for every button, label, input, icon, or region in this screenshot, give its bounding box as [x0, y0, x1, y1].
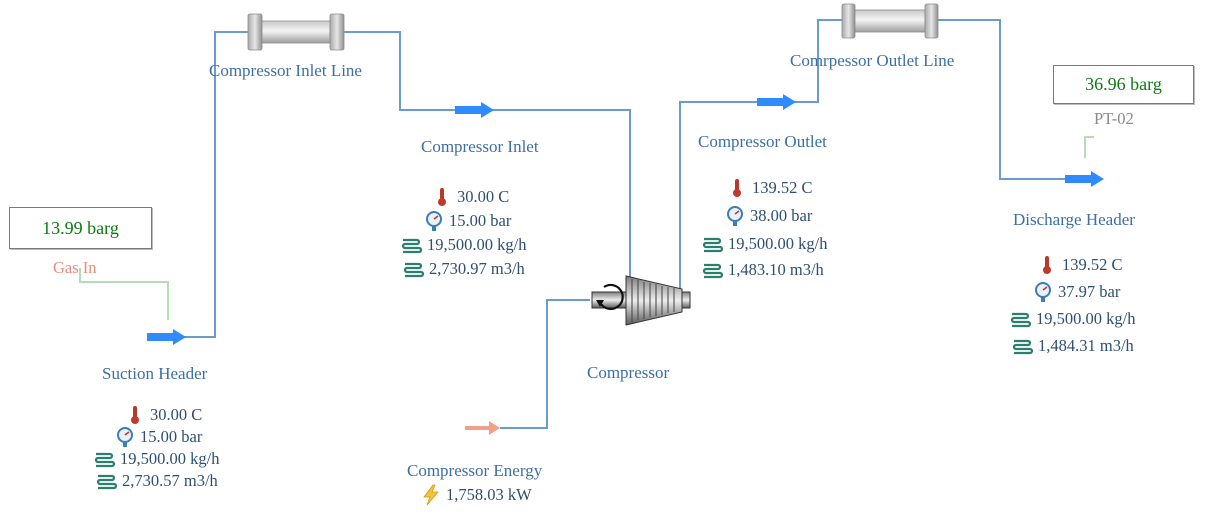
vol-flow-value: 1,483.10 m3/h [728, 260, 824, 279]
compressor-inlet-line-pipe[interactable] [247, 13, 345, 51]
gas-in-value: 13.99 barg [42, 218, 119, 238]
temperature-value: 30.00 C [457, 187, 510, 206]
suction-header-properties: 30.00 C 15.00 bar 19,500.00 kg/h 2,730.5… [94, 404, 219, 492]
volume-flow-icon [702, 263, 724, 279]
pt02-tag: PT-02 [1094, 109, 1134, 128]
compressor-inlet-line-label: Compressor Inlet Line [209, 61, 362, 80]
mass-flow-icon [401, 238, 423, 254]
pressure-gauge-icon [426, 211, 442, 231]
compressor-icon[interactable] [591, 275, 691, 326]
compressor-energy-arrow[interactable] [465, 421, 500, 435]
thermometer-icon [438, 188, 446, 206]
mass-flow-row: 19,500.00 kg/h [401, 234, 526, 256]
pt02-value: 36.96 barg [1085, 74, 1162, 94]
pressure-gauge-icon [117, 427, 133, 447]
temperature-row: 30.00 C [431, 186, 526, 208]
pt02-indicator[interactable]: 36.96 barg [1053, 65, 1194, 104]
pressure-value: 38.00 bar [750, 206, 813, 225]
vol-flow-row: 2,730.97 m3/h [403, 258, 526, 280]
temperature-value: 139.52 C [1062, 255, 1123, 274]
lightning-icon [423, 484, 439, 506]
energy-line [500, 299, 590, 429]
mass-flow-icon [702, 237, 724, 253]
compressor-outlet-line-label: Comrpessor Outlet Line [790, 51, 955, 70]
pressure-row: 37.97 bar [1032, 281, 1135, 303]
pressure-value: 15.00 bar [449, 211, 512, 230]
compressor-energy-properties: 1,758.03 kW [420, 484, 532, 506]
mass-flow-row: 19,500.00 kg/h [1010, 308, 1135, 330]
suction-header-label: Suction Header [102, 364, 208, 383]
discharge-header-properties: 139.52 C 37.97 bar 19,500.00 kg/h 1,484.… [1010, 254, 1135, 357]
volume-flow-icon [96, 474, 118, 490]
suction-header-arrow[interactable] [147, 329, 186, 345]
mass-flow-value: 19,500.00 kg/h [728, 234, 828, 253]
compressor-inlet-properties: 30.00 C 15.00 bar 19,500.00 kg/h 2,730.9… [401, 186, 526, 280]
temperature-row: 139.52 C [1036, 254, 1135, 276]
compressor-outlet-line-pipe[interactable] [841, 3, 939, 39]
temperature-row: 30.00 C [124, 404, 219, 426]
compressor-outlet-properties: 139.52 C 38.00 bar 19,500.00 kg/h 1,483.… [702, 177, 827, 281]
compressor-outlet-arrow[interactable] [757, 94, 796, 110]
pressure-row: 38.00 bar [724, 205, 827, 227]
mass-flow-value: 19,500.00 kg/h [1036, 309, 1136, 328]
mass-flow-icon [94, 452, 116, 468]
mass-flow-row: 19,500.00 kg/h [94, 448, 219, 470]
pressure-row: 15.00 bar [114, 426, 219, 448]
compressor-inlet-arrow[interactable] [455, 102, 494, 118]
pressure-gauge-icon [1035, 282, 1051, 302]
compressor-outlet-label: Compressor Outlet [698, 132, 827, 151]
thermometer-icon [733, 179, 741, 197]
vol-flow-row: 2,730.57 m3/h [96, 470, 219, 492]
temperature-row: 139.52 C [726, 177, 827, 199]
pressure-gauge-icon [727, 206, 743, 226]
vol-flow-value: 1,484.31 m3/h [1038, 336, 1134, 355]
vol-flow-row: 1,483.10 m3/h [702, 259, 827, 281]
mass-flow-value: 19,500.00 kg/h [427, 235, 527, 254]
mass-flow-row: 19,500.00 kg/h [702, 233, 827, 255]
gas-in-tag: Gas In [53, 258, 97, 277]
mass-flow-value: 19,500.00 kg/h [120, 449, 220, 468]
compressor-inlet-label: Compressor Inlet [421, 137, 539, 156]
pressure-row: 15.00 bar [423, 210, 526, 232]
power-value: 1,758.03 kW [446, 485, 532, 504]
volume-flow-icon [403, 262, 425, 278]
compressor-label: Compressor [587, 363, 670, 382]
pressure-value: 15.00 bar [140, 427, 203, 446]
suction-header-line [150, 31, 631, 338]
pressure-value: 37.97 bar [1058, 282, 1121, 301]
vol-flow-value: 2,730.57 m3/h [122, 471, 218, 490]
temperature-value: 30.00 C [150, 405, 203, 424]
pt02-signal-line [1084, 136, 1094, 158]
compressor-outlet-line [679, 19, 1085, 300]
mass-flow-icon [1010, 312, 1032, 328]
discharge-header-arrow[interactable] [1065, 171, 1104, 187]
compressor-energy-label: Compressor Energy [407, 461, 543, 480]
power-row: 1,758.03 kW [420, 484, 532, 506]
discharge-header-label: Discharge Header [1013, 210, 1135, 229]
volume-flow-icon [1012, 339, 1034, 355]
vol-flow-row: 1,484.31 m3/h [1012, 335, 1135, 357]
thermometer-icon [131, 406, 139, 424]
thermometer-icon [1043, 256, 1051, 274]
gas-in-signal-line [79, 268, 169, 320]
temperature-value: 139.52 C [752, 178, 813, 197]
vol-flow-value: 2,730.97 m3/h [429, 259, 525, 278]
gas-in-indicator[interactable]: 13.99 barg [9, 207, 152, 249]
